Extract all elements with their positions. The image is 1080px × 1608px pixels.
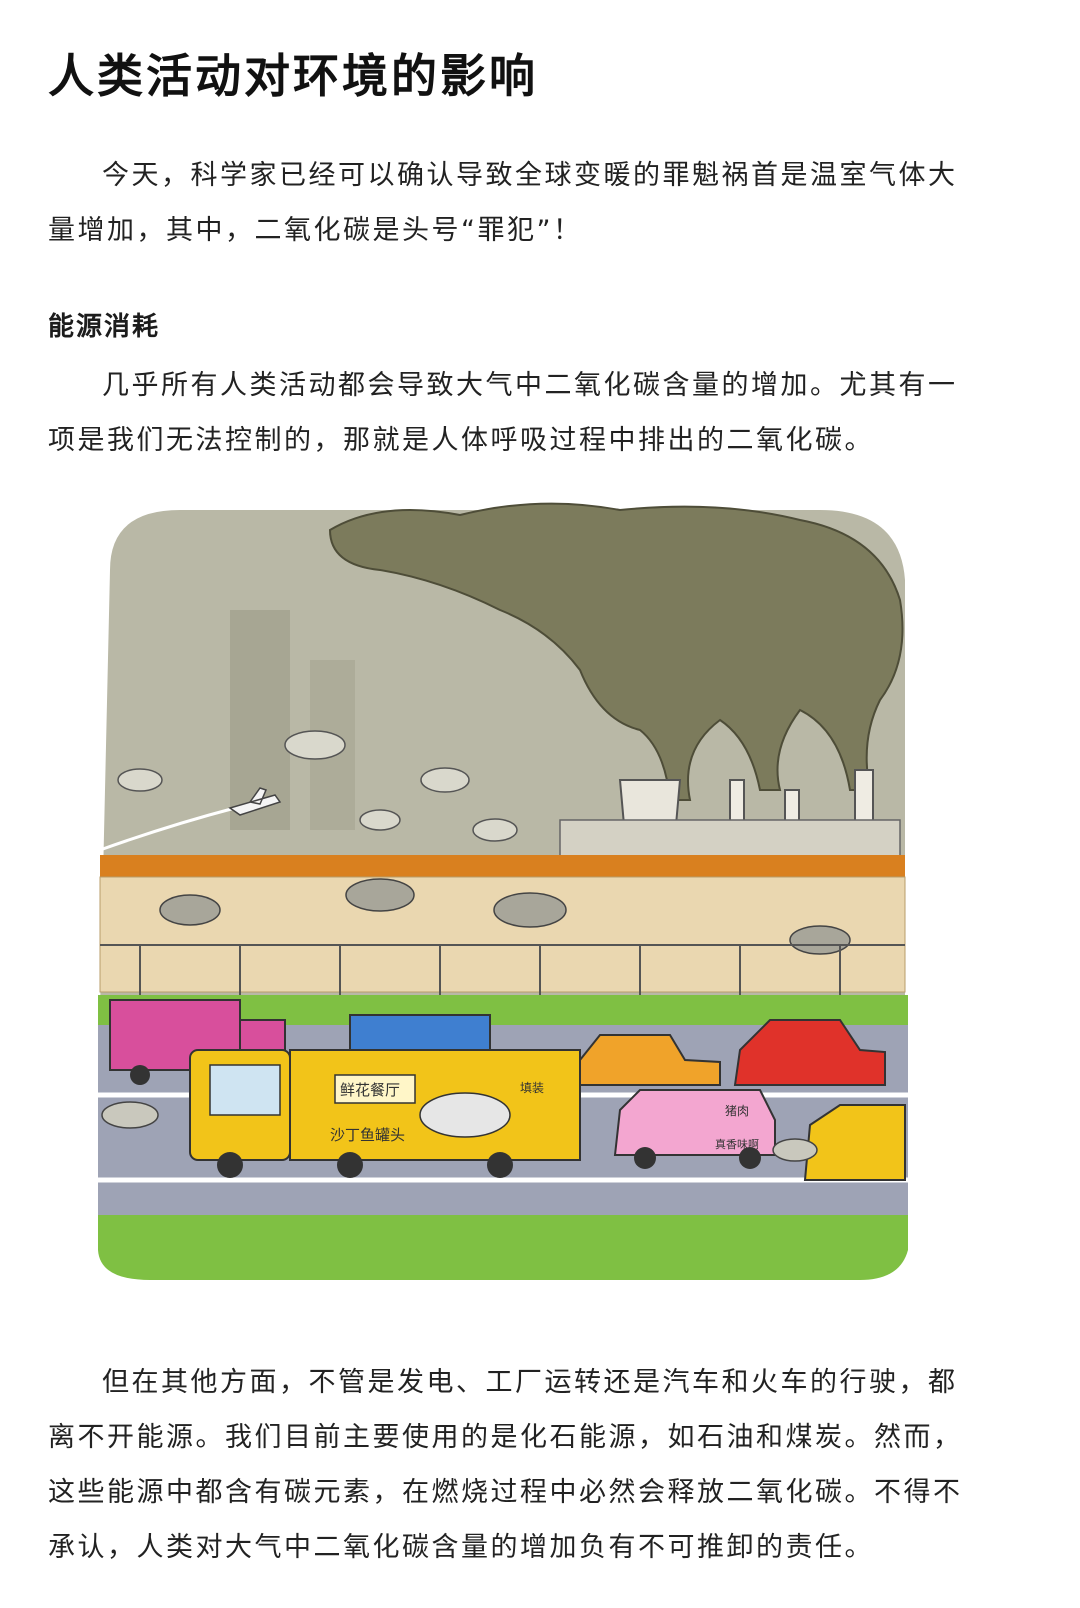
illustration-svg: 鲜花餐厅 沙丁鱼罐头 填装 猪肉 真香味啊 [98, 502, 908, 1280]
yellow-car [803, 1104, 906, 1181]
airplane-trail [99, 806, 236, 852]
pink-car [613, 1089, 776, 1156]
truck-badge: 填装 [520, 1081, 544, 1095]
wall-top [100, 855, 905, 877]
smoke-puff [284, 730, 346, 760]
smoke-puff [117, 768, 163, 792]
wheel [739, 1147, 761, 1169]
smoke-puff [789, 925, 851, 955]
smoke-puff [772, 1138, 818, 1162]
section-heading: 能源消耗 [48, 312, 161, 342]
sardine-can [419, 1092, 511, 1138]
wheel [634, 1147, 656, 1169]
pink-car-sign: 猪肉 [725, 1104, 749, 1118]
truck-sign-box [334, 1074, 416, 1104]
section-paragraph-1: 几乎所有人类活动都会导致大气中二氧化碳含量的增加。尤其有一项是我们无法控制的，那… [48, 370, 958, 456]
smoke-puff [159, 894, 221, 926]
red-car [733, 1019, 886, 1086]
grass-strip [98, 1215, 908, 1280]
wheel [487, 1152, 513, 1178]
intro-paragraph: 今天，科学家已经可以确认导致全球变暖的罪魁祸首是温室气体大量增加，其中，二氧化碳… [48, 160, 958, 246]
wall [99, 876, 906, 993]
page-title: 人类活动对环境的影响 [48, 49, 538, 103]
orange-car [573, 1034, 721, 1086]
truck-sign: 鲜花餐厅 [340, 1081, 400, 1099]
fence-posts [139, 945, 841, 995]
smoke-puff [101, 1101, 159, 1129]
smog-cloud [328, 502, 904, 801]
smoke-puff [472, 818, 518, 842]
pollution-illustration: 鲜花餐厅 沙丁鱼罐头 填装 猪肉 真香味啊 [80, 490, 920, 1300]
wheel [130, 1065, 150, 1085]
section-paragraph-2: 但在其他方面，不管是发电、工厂运转还是汽车和火车的行驶，都离不开能源。我们目前主… [48, 1367, 963, 1563]
smoke-puff [420, 767, 470, 793]
yellow-truck-window [209, 1064, 281, 1116]
smoke-puff [345, 878, 415, 912]
smoke-puff [493, 892, 567, 928]
wheel [217, 1152, 243, 1178]
wheel [337, 1152, 363, 1178]
smoke-puff [359, 809, 401, 831]
truck-label: 沙丁鱼罐头 [330, 1126, 405, 1144]
airplane-icon [228, 787, 282, 816]
